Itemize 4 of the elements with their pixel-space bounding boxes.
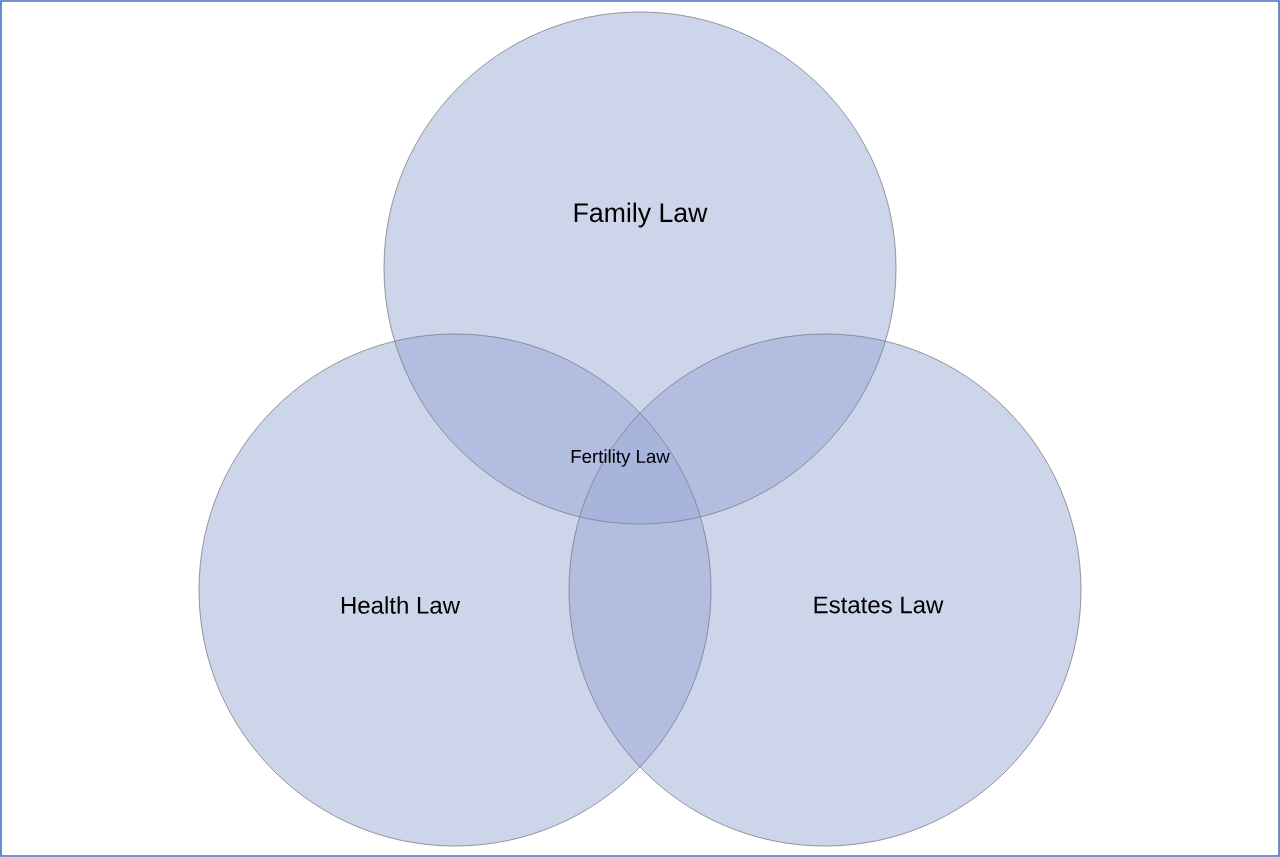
circle-label: Estates Law [814, 596, 944, 614]
overlap-label: Fertility Law [571, 449, 670, 467]
circle-label: Health Law [341, 596, 461, 614]
circle-label: Family Law [574, 202, 708, 228]
